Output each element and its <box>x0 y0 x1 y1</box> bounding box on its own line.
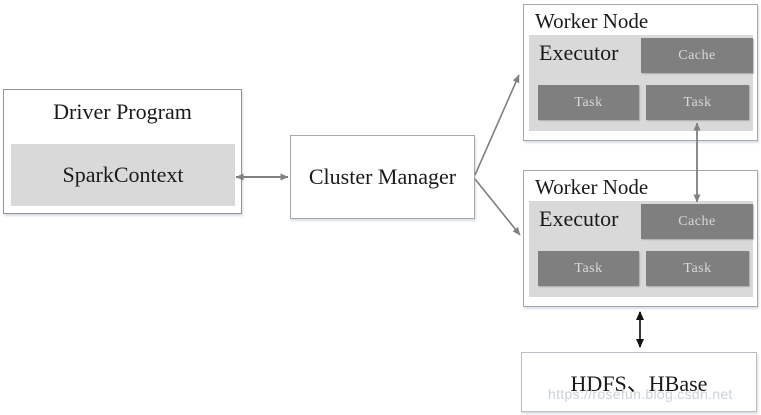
driver-program-title: Driver Program <box>53 99 192 124</box>
worker-node-2-cache-label: Cache <box>678 213 716 229</box>
worker-node-2-task-2-label: Task <box>683 260 712 276</box>
worker-node-2-box: Worker Node Executor Cache Task Task <box>523 170 758 307</box>
cluster-manager-box: Cluster Manager <box>290 135 475 219</box>
worker-node-2-cache-box: Cache <box>641 204 753 239</box>
worker-node-1-task-2-box: Task <box>646 85 749 120</box>
spark-context-box: SparkContext <box>11 144 235 206</box>
hdfs-hbase-label: HDFS、HBase <box>570 371 708 396</box>
cluster-worker2-arrow <box>474 178 521 236</box>
cluster-manager-label: Cluster Manager <box>308 164 457 189</box>
hdfs-hbase-box: HDFS、HBase <box>521 352 757 412</box>
worker-node-1-cache-box: Cache <box>641 38 753 73</box>
worker-node-1-executor-label: Executor <box>539 40 619 65</box>
driver-program-box: Driver Program SparkContext <box>3 89 242 214</box>
worker-node-2-task-1-box: Task <box>538 251 639 286</box>
worker-node-2-title: Worker Node <box>535 175 649 199</box>
worker-node-2-task-1-label: Task <box>574 260 603 276</box>
spark-context-label: SparkContext <box>62 162 184 187</box>
worker-node-1-box: Worker Node Executor Cache Task Task <box>523 4 758 141</box>
worker-node-2-executor-box: Executor Cache Task Task <box>529 201 753 297</box>
worker-node-2-task-2-box: Task <box>646 251 749 286</box>
worker-node-1-cache-label: Cache <box>678 47 716 63</box>
worker-node-1-task-2-label: Task <box>683 94 712 110</box>
worker-node-2-executor-label: Executor <box>539 206 619 231</box>
worker-node-1-executor-box: Executor Cache Task Task <box>529 35 753 131</box>
cluster-worker1-arrow <box>474 74 520 176</box>
worker-node-1-task-1-box: Task <box>538 85 639 120</box>
worker-node-1-title: Worker Node <box>535 9 649 33</box>
worker-node-1-task-1-label: Task <box>574 94 603 110</box>
